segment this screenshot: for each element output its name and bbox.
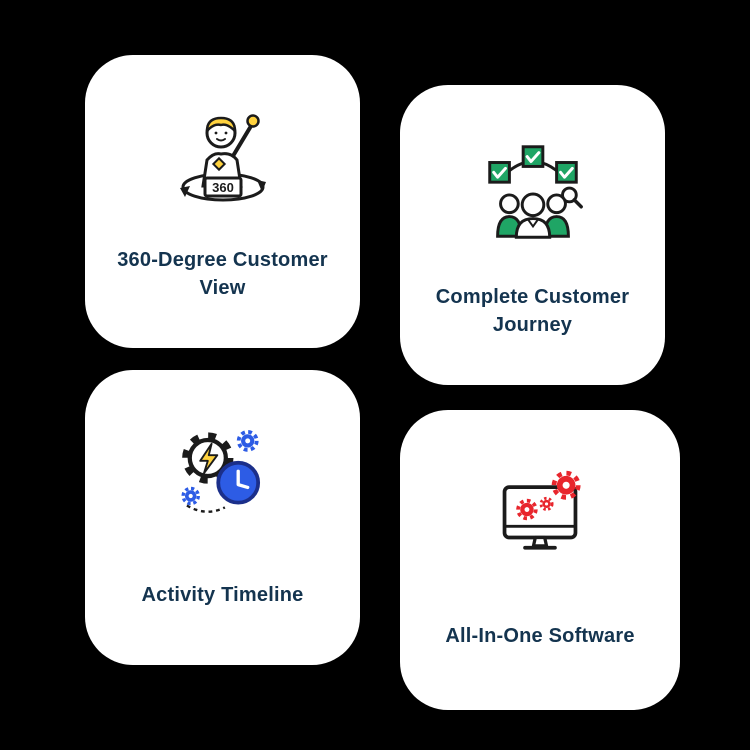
monitor — [502, 485, 578, 550]
icon-wrap — [484, 458, 596, 576]
card-title: 360-Degree Customer View — [117, 249, 328, 299]
people-group — [495, 192, 570, 239]
small-gear-bottom — [180, 486, 200, 506]
feature-card-customer-360: 360 360-Degree Customer View — [85, 55, 360, 348]
feature-card-customer-journey: Complete Customer Journey — [400, 85, 665, 385]
degree-label-box — [203, 176, 242, 198]
icon-wrap: 360 — [163, 103, 283, 221]
arrow-right — [256, 180, 266, 192]
card-title: Complete Customer Journey — [435, 286, 630, 336]
feature-card-activity-timeline: Activity Timeline — [85, 370, 360, 665]
tie — [211, 156, 226, 172]
all-in-one-software-icon — [502, 470, 581, 550]
checkbox-right — [554, 161, 578, 184]
small-gear-top — [236, 429, 259, 452]
arrow-left — [179, 186, 190, 197]
gear-small — [539, 496, 554, 511]
icon-wrap — [166, 418, 280, 536]
checkbox-left — [487, 161, 511, 184]
hand — [245, 114, 260, 128]
gear-medium — [516, 498, 538, 521]
card-title: All-In-One Software — [445, 625, 635, 647]
hair — [205, 116, 236, 135]
feature-card-all-in-one-software: All-In-One Software — [400, 410, 680, 710]
gear-bolt — [181, 432, 233, 484]
activity-timeline-icon — [180, 429, 260, 513]
lightning-bolt — [198, 442, 218, 475]
customer-journey-icon — [487, 145, 583, 239]
degree-label: 360 — [212, 180, 234, 195]
clock — [215, 460, 260, 505]
icon-wrap — [474, 133, 592, 251]
customer-360-icon: 360 — [179, 114, 266, 202]
magnifier — [560, 186, 583, 209]
card-title: Activity Timeline — [141, 584, 304, 606]
checkbox-middle — [521, 145, 544, 168]
